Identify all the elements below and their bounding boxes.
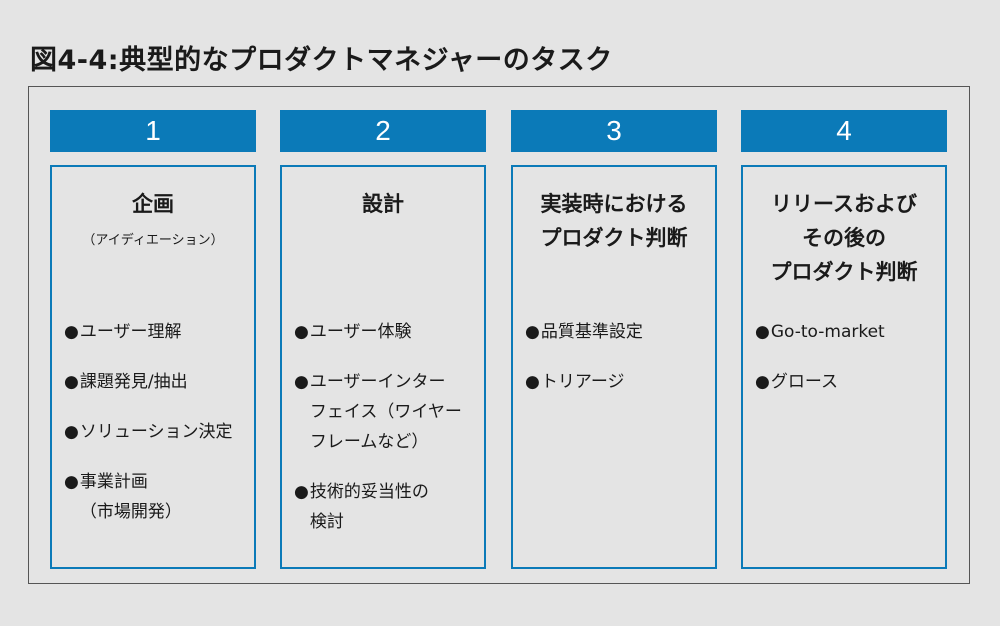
bullet-icon: ●	[64, 322, 79, 342]
task-list-item: ●Go-to-market	[755, 317, 941, 347]
task-list: ●ユーザー理解●課題発見/抽出●ソリューション決定●事業計画 （市場開発）	[64, 317, 250, 547]
bullet-icon: ●	[525, 372, 540, 392]
column-number-header: 2	[280, 110, 486, 152]
bullet-icon: ●	[64, 372, 79, 392]
task-list-item: ●ユーザー理解	[64, 317, 250, 347]
task-list: ●ユーザー体験●ユーザーインター フェイス（ワイヤー フレームなど）●技術的妥当…	[294, 317, 480, 557]
bullet-icon: ●	[525, 322, 540, 342]
task-list-item: ●ユーザーインター フェイス（ワイヤー フレームなど）	[294, 367, 480, 457]
bullet-icon: ●	[294, 482, 309, 502]
diagram-frame	[28, 86, 970, 584]
column-title: 設計	[362, 192, 404, 216]
column-body: 実装時における プロダクト判断●品質基準設定●トリアージ	[511, 165, 717, 569]
task-list: ●Go-to-market●グロース	[755, 317, 941, 417]
task-text: 技術的妥当性の 検討	[309, 482, 429, 532]
column-number-header: 4	[741, 110, 947, 152]
task-list: ●品質基準設定●トリアージ	[525, 317, 711, 417]
column-number-header: 1	[50, 110, 256, 152]
task-text: ユーザーインター フェイス（ワイヤー フレームなど）	[309, 372, 462, 452]
column-title: 実装時における プロダクト判断	[540, 192, 688, 250]
bullet-icon: ●	[755, 322, 770, 342]
column-body: リリースおよび その後の プロダクト判断●Go-to-market●グロース	[741, 165, 947, 569]
column-title: 企画	[132, 192, 174, 216]
task-list-item: ●技術的妥当性の 検討	[294, 477, 480, 537]
task-text: 課題発見/抽出	[79, 372, 188, 392]
bullet-icon: ●	[755, 372, 770, 392]
task-text: ユーザー体験	[309, 322, 412, 342]
bullet-icon: ●	[64, 422, 79, 442]
task-text: 品質基準設定	[540, 322, 643, 342]
bullet-icon: ●	[64, 472, 79, 492]
column-number-header: 3	[511, 110, 717, 152]
task-list-item: ●ソリューション決定	[64, 417, 250, 447]
task-list-item: ●ユーザー体験	[294, 317, 480, 347]
task-text: グロース	[770, 372, 838, 392]
task-text: ユーザー理解	[79, 322, 182, 342]
task-list-item: ●課題発見/抽出	[64, 367, 250, 397]
column-subtitle: （アイディエーション）	[82, 233, 224, 248]
column-body: 設計●ユーザー体験●ユーザーインター フェイス（ワイヤー フレームなど）●技術的…	[280, 165, 486, 569]
column-body: 企画（アイディエーション）●ユーザー理解●課題発見/抽出●ソリューション決定●事…	[50, 165, 256, 569]
bullet-icon: ●	[294, 372, 309, 392]
figure-title: 図4-4:典型的なプロダクトマネジャーのタスク	[30, 45, 613, 76]
bullet-icon: ●	[294, 322, 309, 342]
task-text: ソリューション決定	[79, 422, 233, 442]
task-list-item: ●品質基準設定	[525, 317, 711, 347]
task-text: 事業計画 （市場開発）	[79, 472, 182, 522]
task-list-item: ●事業計画 （市場開発）	[64, 467, 250, 527]
task-text: トリアージ	[540, 372, 625, 392]
task-list-item: ●トリアージ	[525, 367, 711, 397]
task-list-item: ●グロース	[755, 367, 941, 397]
column-title: リリースおよび その後の プロダクト判断	[770, 192, 918, 284]
task-text: Go-to-market	[770, 322, 885, 342]
